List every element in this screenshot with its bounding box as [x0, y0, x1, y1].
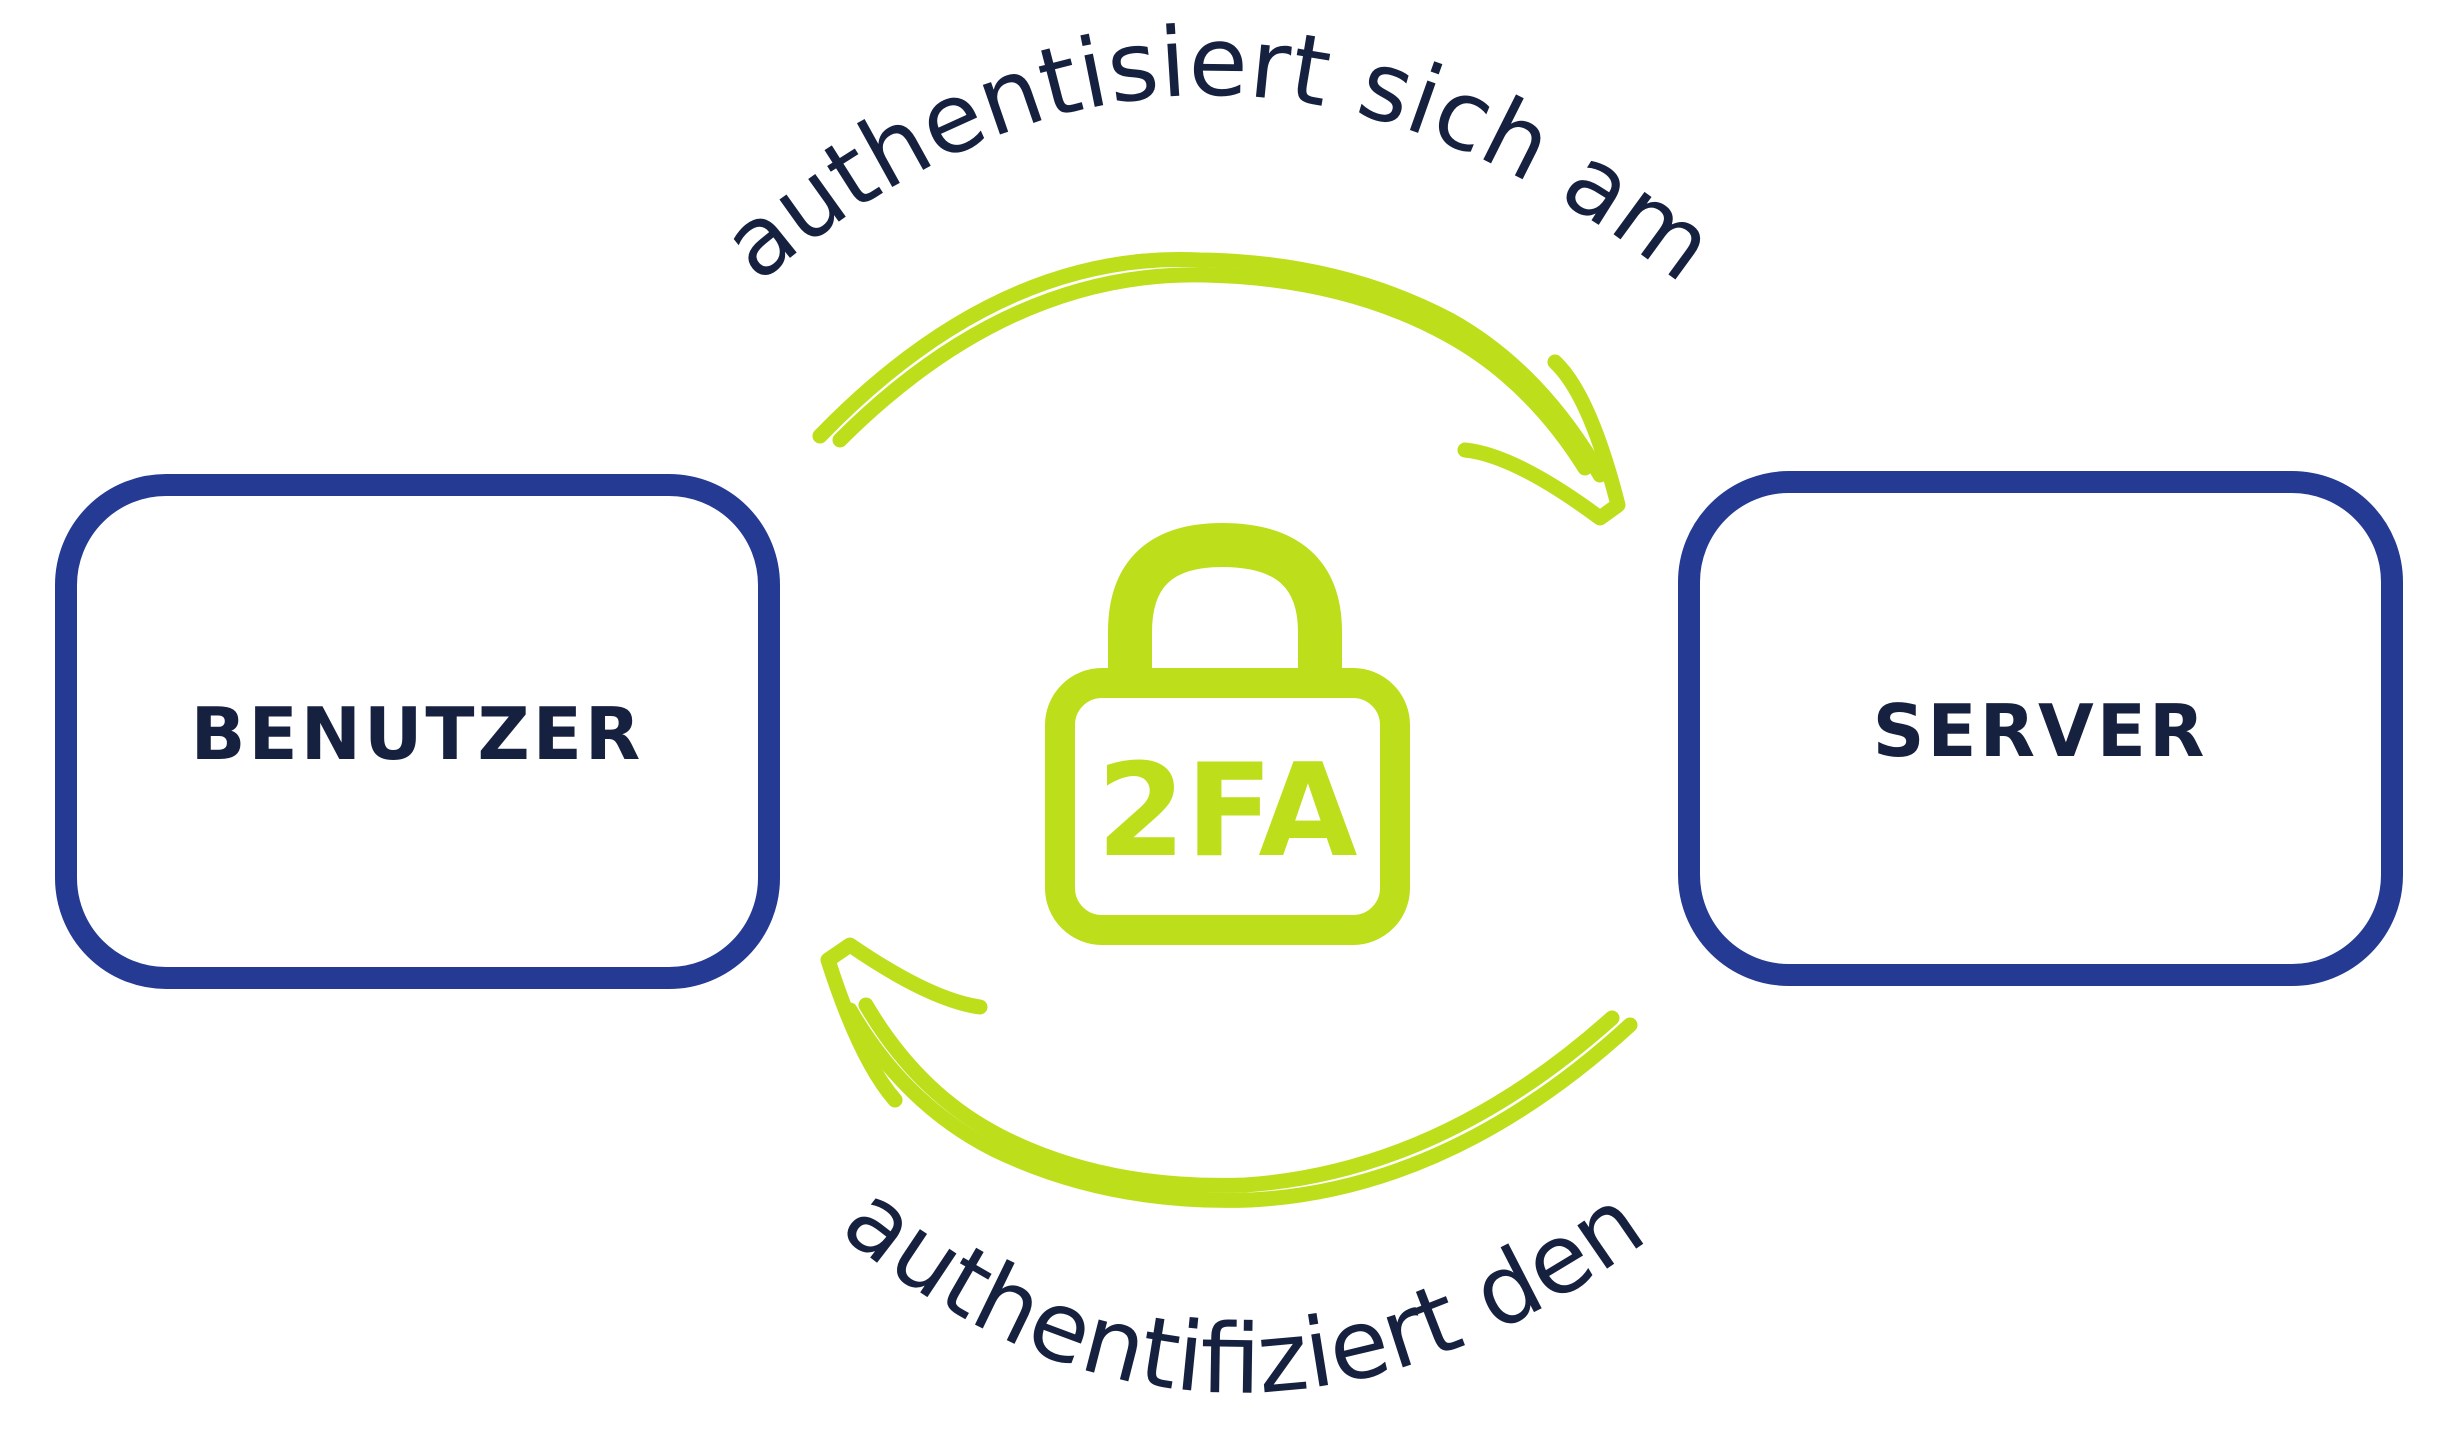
bottom-arrow	[820, 937, 1638, 1208]
top-arrowhead-icon	[1457, 354, 1626, 526]
user-label: BENUTZER	[191, 692, 644, 776]
padlock-shackle	[1108, 522, 1342, 688]
user-box	[55, 474, 780, 989]
server-box	[1678, 471, 2403, 986]
bottom-arrow-curve	[842, 1002, 1638, 1208]
lock-label: 2FA	[1097, 737, 1358, 886]
padlock-icon: 2FA	[1045, 522, 1410, 945]
server-node: SERVER	[1678, 471, 2403, 986]
user-node: BENUTZER	[55, 474, 780, 989]
bottom-arrowhead-icon	[820, 937, 988, 1108]
server-label: SERVER	[1873, 689, 2208, 773]
padlock-body	[1045, 668, 1410, 945]
bottom-arrow-curve-inner	[858, 997, 1620, 1193]
top-arrow-curve	[812, 251, 1608, 483]
top-arrow-curve-inner	[832, 267, 1593, 476]
top-arrow	[812, 251, 1626, 526]
